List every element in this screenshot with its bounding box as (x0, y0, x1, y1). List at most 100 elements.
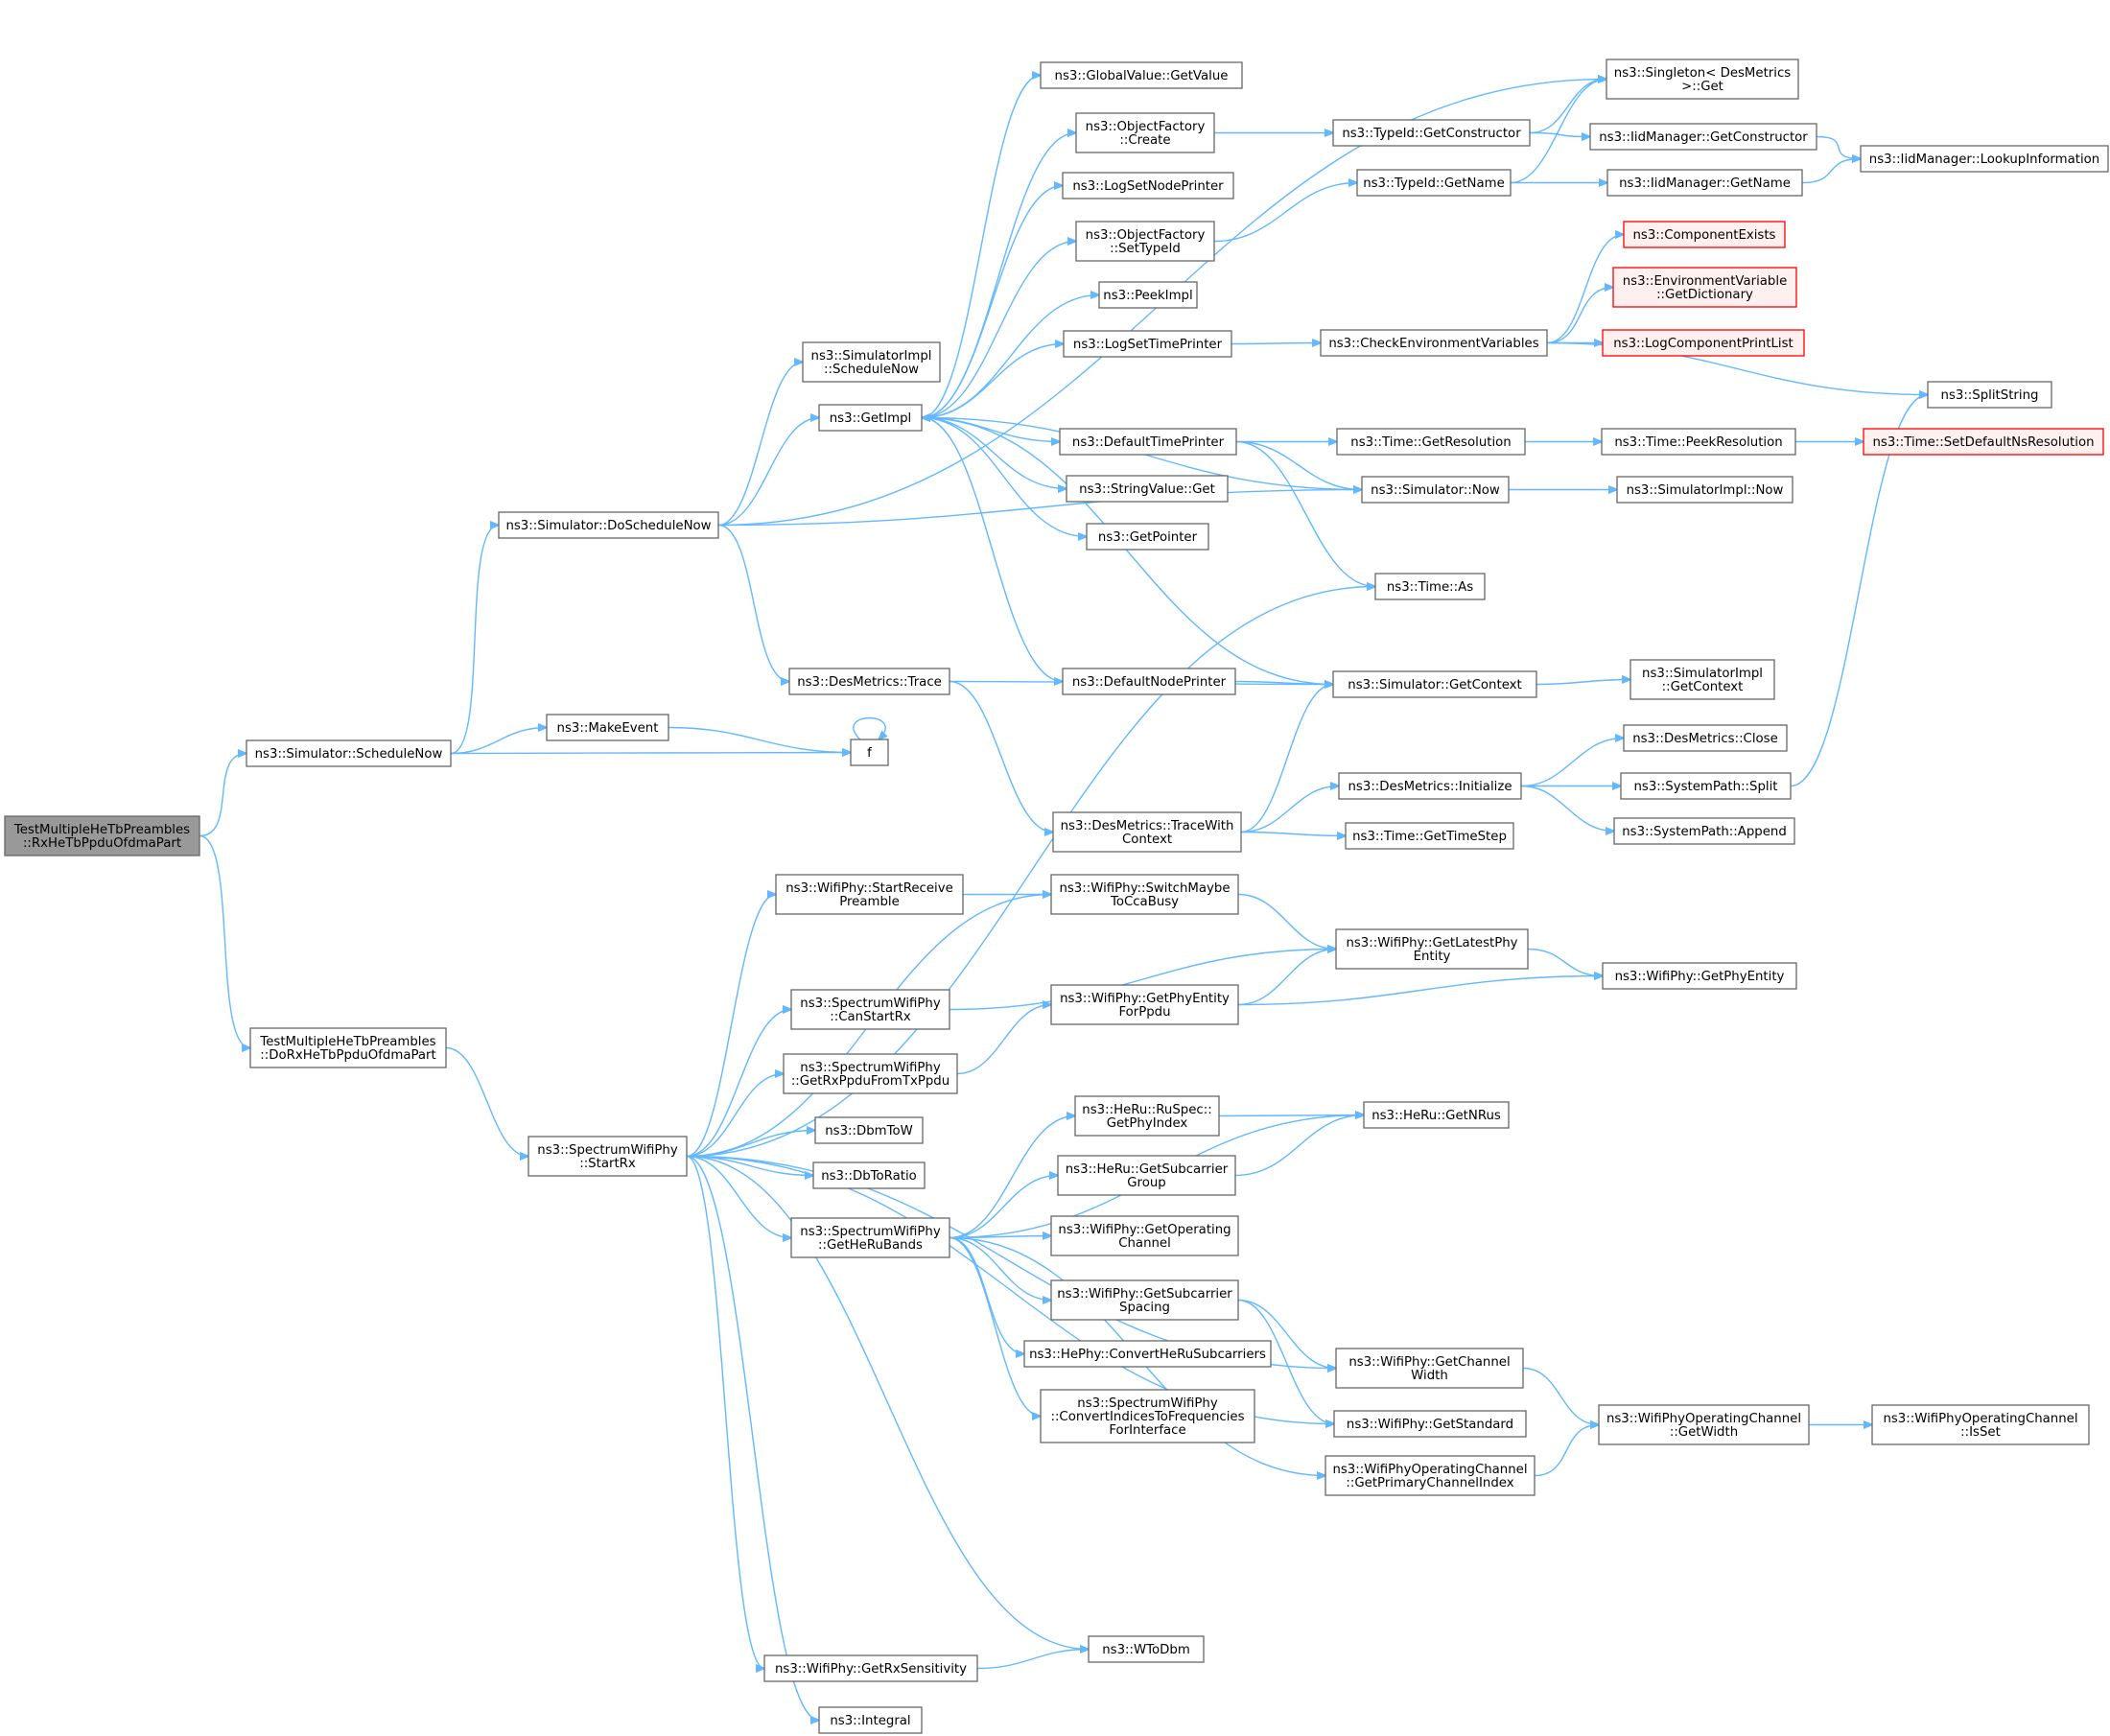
node-start_rx[interactable]: ns3::SpectrumWifiPhy::StartRx (528, 1136, 688, 1177)
node-singleton_get[interactable]: ns3::Singleton< DesMetrics>::Get (1606, 59, 1799, 100)
node-get_standard[interactable]: ns3::WifiPhy::GetStandard (1333, 1410, 1527, 1438)
node-time_get_step[interactable]: ns3::Time::GetTimeStep (1345, 822, 1514, 850)
edge-make_event-to-f (668, 726, 851, 753)
edge-get_he_ru_bands-to-convert_he_ru (949, 1236, 1024, 1354)
edge-op_get_primary-to-op_get_width (1534, 1425, 1599, 1477)
node-label: ns3::DbToRatio (821, 1169, 917, 1184)
node-convert_he_ru[interactable]: ns3::HePhy::ConvertHeRuSubcarriers (1023, 1340, 1272, 1368)
node-default_time_printer[interactable]: ns3::DefaultTimePrinter (1059, 428, 1237, 456)
node-typeid_getname[interactable]: ns3::TypeId::GetName (1356, 169, 1512, 197)
node-box (1623, 724, 1788, 752)
node-make_event[interactable]: ns3::MakeEvent (546, 714, 669, 741)
node-stringvalue_get[interactable]: ns3::StringValue::Get (1066, 475, 1229, 503)
nodes-layer: TestMultipleHeTbPreambles::RxHeTbPpduOfd… (4, 59, 2109, 1734)
node-box (1066, 475, 1229, 503)
node-op_is_set[interactable]: ns3::WifiPhyOperatingChannel::IsSet (1871, 1404, 2090, 1445)
node-peek_impl[interactable]: ns3::PeekImpl (1098, 281, 1198, 309)
node-simimpl_get_ctx[interactable]: ns3::SimulatorImpl::GetContext (1629, 659, 1775, 700)
node-convert_indices[interactable]: ns3::SpectrumWifiPhy::ConvertIndicesToFr… (1040, 1389, 1255, 1443)
node-sched_now[interactable]: ns3::Simulator::ScheduleNow (246, 739, 452, 767)
node-des_trace[interactable]: ns3::DesMetrics::Trace (788, 668, 950, 695)
node-box (814, 1116, 924, 1144)
node-label: ns3::DesMetrics::Close (1632, 732, 1778, 746)
node-time_as[interactable]: ns3::Time::As (1374, 573, 1486, 600)
node-check_env[interactable]: ns3::CheckEnvironmentVariables (1320, 329, 1548, 357)
node-integral[interactable]: ns3::Integral (818, 1706, 923, 1734)
node-label: ns3::WifiPhy::SwitchMaybe (1059, 881, 1230, 896)
node-log_set_time_printer[interactable]: ns3::LogSetTimePrinter (1063, 330, 1232, 358)
node-f[interactable]: f (850, 739, 889, 766)
node-typeid_getctor[interactable]: ns3::TypeId::GetConstructor (1332, 119, 1531, 147)
node-syspath_split[interactable]: ns3::SystemPath::Split (1620, 772, 1792, 800)
node-op_get_primary[interactable]: ns3::WifiPhyOperatingChannel::GetPrimary… (1325, 1455, 1536, 1496)
edge-get_impl-to-default_node_printer (921, 416, 1063, 682)
node-log_set_node_printer[interactable]: ns3::LogSetNodePrinter (1062, 172, 1234, 199)
node-simimpl_sched_now[interactable]: ns3::SimulatorImpl::ScheduleNow (802, 341, 941, 383)
node-default_node_printer[interactable]: ns3::DefaultNodePrinter (1062, 668, 1236, 695)
node-root[interactable]: TestMultipleHeTbPreambles::RxHeTbPpduOfd… (4, 815, 200, 856)
node-heru_getnrus[interactable]: ns3::HeRu::GetNRus (1363, 1101, 1510, 1129)
node-split_string[interactable]: ns3::SplitString (1927, 381, 2052, 409)
node-do_rx[interactable]: TestMultipleHeTbPreambles::DoRxHeTbPpduO… (249, 1027, 447, 1068)
node-time_set_default_ns[interactable]: ns3::Time::SetDefaultNsResolution (1863, 428, 2104, 456)
edge-typeid_getname-to-singleton_get (1510, 80, 1606, 184)
node-time_get_res[interactable]: ns3::Time::GetResolution (1336, 428, 1526, 456)
node-sim_get_ctx[interactable]: ns3::Simulator::GetContext (1332, 670, 1537, 698)
node-iid_getctor[interactable]: ns3::IidManager::GetConstructor (1589, 123, 1817, 151)
node-iid_lookup[interactable]: ns3::IidManager::LookupInformation (1860, 145, 2109, 173)
node-simulator_now[interactable]: ns3::Simulator::Now (1361, 476, 1510, 504)
node-label: ns3::ObjectFactory (1086, 228, 1206, 243)
node-ruspec_phyindex[interactable]: ns3::HeRu::RuSpec::GetPhyIndex (1074, 1095, 1220, 1137)
node-env_get_dict[interactable]: ns3::EnvironmentVariable::GetDictionary (1612, 267, 1797, 308)
node-globalvalue_get[interactable]: ns3::GlobalValue::GetValue (1040, 61, 1243, 89)
node-get_rx_sens[interactable]: ns3::WifiPhy::GetRxSensitivity (763, 1654, 978, 1682)
node-get_pointer[interactable]: ns3::GetPointer (1086, 523, 1209, 551)
node-box (1335, 928, 1529, 970)
node-box (775, 874, 964, 915)
node-box (249, 1027, 447, 1068)
node-box (1363, 1101, 1510, 1129)
edge-start_rx-to-dbm_to_w (686, 1131, 815, 1158)
node-label: ns3::WifiPhy::GetPhyEntity (1615, 970, 1785, 984)
node-time_peek_res[interactable]: ns3::Time::PeekResolution (1601, 428, 1796, 456)
node-des_close[interactable]: ns3::DesMetrics::Close (1623, 724, 1788, 752)
edge-get_rx_sens-to-w_to_dbm (976, 1650, 1089, 1670)
node-can_start_rx[interactable]: ns3::SpectrumWifiPhy::CanStartRx (790, 989, 950, 1030)
node-get_impl[interactable]: ns3::GetImpl (818, 404, 923, 432)
node-objfactory_create[interactable]: ns3::ObjectFactory::Create (1075, 112, 1215, 153)
node-component_exists[interactable]: ns3::ComponentExists (1623, 221, 1786, 248)
node-label: ns3::DefaultNodePrinter (1072, 675, 1227, 690)
node-iid_getname[interactable]: ns3::IidManager::GetName (1606, 169, 1803, 197)
node-label: ns3::GetImpl (830, 411, 911, 426)
node-label: ::DoRxHeTbPpduOfdmaPart (260, 1048, 435, 1063)
node-simimpl_now[interactable]: ns3::SimulatorImpl::Now (1616, 476, 1794, 504)
node-do_sched_now[interactable]: ns3::Simulator::DoScheduleNow (498, 511, 719, 539)
edge-get_latest_phy-to-get_phy_entity (1527, 948, 1603, 976)
node-get_he_ru_bands[interactable]: ns3::SpectrumWifiPhy::GetHeRuBands (790, 1217, 950, 1258)
node-box (1062, 172, 1234, 199)
node-w_to_dbm[interactable]: ns3::WToDbm (1088, 1635, 1205, 1663)
edge-des_trace_with_ctx-to-time_get_step (1240, 831, 1346, 836)
node-db_to_ratio[interactable]: ns3::DbToRatio (812, 1161, 926, 1189)
node-label: ::StartRx (579, 1157, 636, 1171)
edge-switch_maybe_cca-to-get_latest_phy (1237, 893, 1336, 950)
node-get_phy_entity[interactable]: ns3::WifiPhy::GetPhyEntity (1602, 962, 1797, 990)
node-log_comp_print[interactable]: ns3::LogComponentPrintList (1602, 329, 1805, 357)
node-syspath_append[interactable]: ns3::SystemPath::Append (1613, 817, 1795, 845)
node-label: ns3::WifiPhy::GetPhyEntity (1060, 992, 1230, 1006)
node-objfactory_settypeid[interactable]: ns3::ObjectFactory::SetTypeId (1075, 221, 1215, 262)
node-dbm_to_w[interactable]: ns3::DbmToW (814, 1116, 924, 1144)
node-get_rx_ppdu[interactable]: ns3::SpectrumWifiPhy::GetRxPpduFromTxPpd… (783, 1053, 958, 1094)
node-des_init[interactable]: ns3::DesMetrics::Initialize (1338, 772, 1522, 800)
node-box (818, 1706, 923, 1734)
node-op_get_width[interactable]: ns3::WifiPhyOperatingChannel::GetWidth (1598, 1404, 1810, 1445)
